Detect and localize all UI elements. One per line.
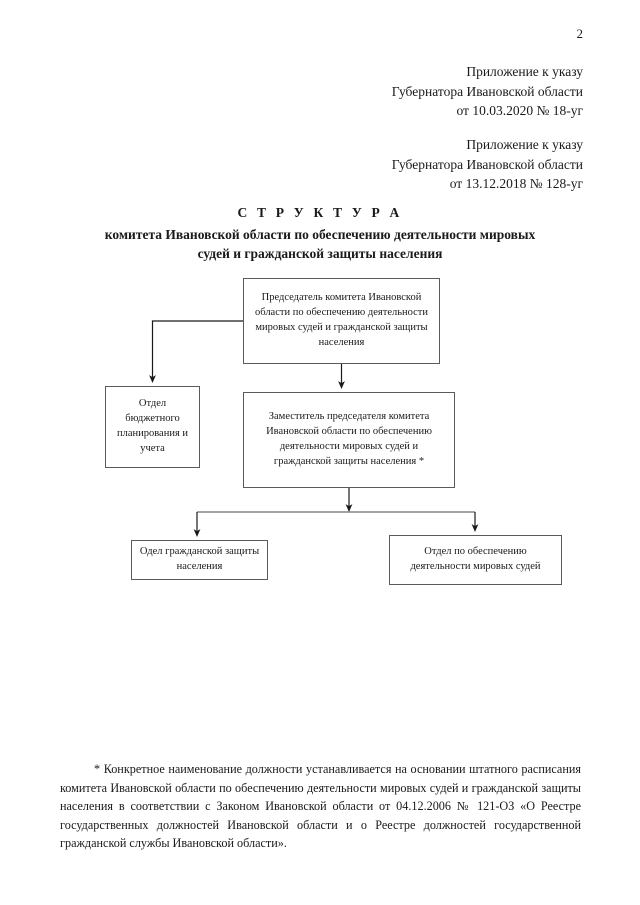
footnote: * Конкретное наименование должности уста… [60,762,581,851]
appendix-reference-second: Приложение к указу Губернатора Ивановско… [392,135,583,194]
appendix-first-line1: Приложение к указу [466,64,583,79]
appendix-second-line1: Приложение к указу [466,137,583,152]
appendix-first-line3: от 10.03.2020 № 18-уг [456,103,583,119]
page-title-line2: судей и гражданской защиты населения [197,246,443,262]
appendix-reference-first: Приложение к указу Губернатора Ивановско… [392,62,583,121]
edge-chairman-to-budget [149,320,243,384]
appendix-first-line2: Губернатора Ивановской области [391,83,583,99]
page-title: С Т Р У К Т У Р А комитета Ивановской об… [60,203,580,264]
page-number: 2 [576,26,584,41]
org-node-deputy-chairman[interactable]: Заместитель председателя комитета Иванов… [243,392,455,488]
appendix-second-line3: от 13.12.2018 № 128-уг [449,176,583,192]
page-title-line1: комитета Ивановской области по обеспечен… [104,226,536,242]
appendix-second-line2: Губернатора Ивановской области [391,156,583,172]
org-node-chairman[interactable]: Председатель комитета Ивановской области… [243,278,440,364]
page-title-heading: С Т Р У К Т У Р А [237,205,403,220]
org-node-budget-department[interactable]: Отдел бюджетного планирования и учета [105,386,200,468]
org-node-civil-defense-department[interactable]: Одел гражданской защиты населения [131,540,268,580]
org-node-justice-support-department[interactable]: Отдел по обеспечению деятельности мировы… [389,535,562,585]
